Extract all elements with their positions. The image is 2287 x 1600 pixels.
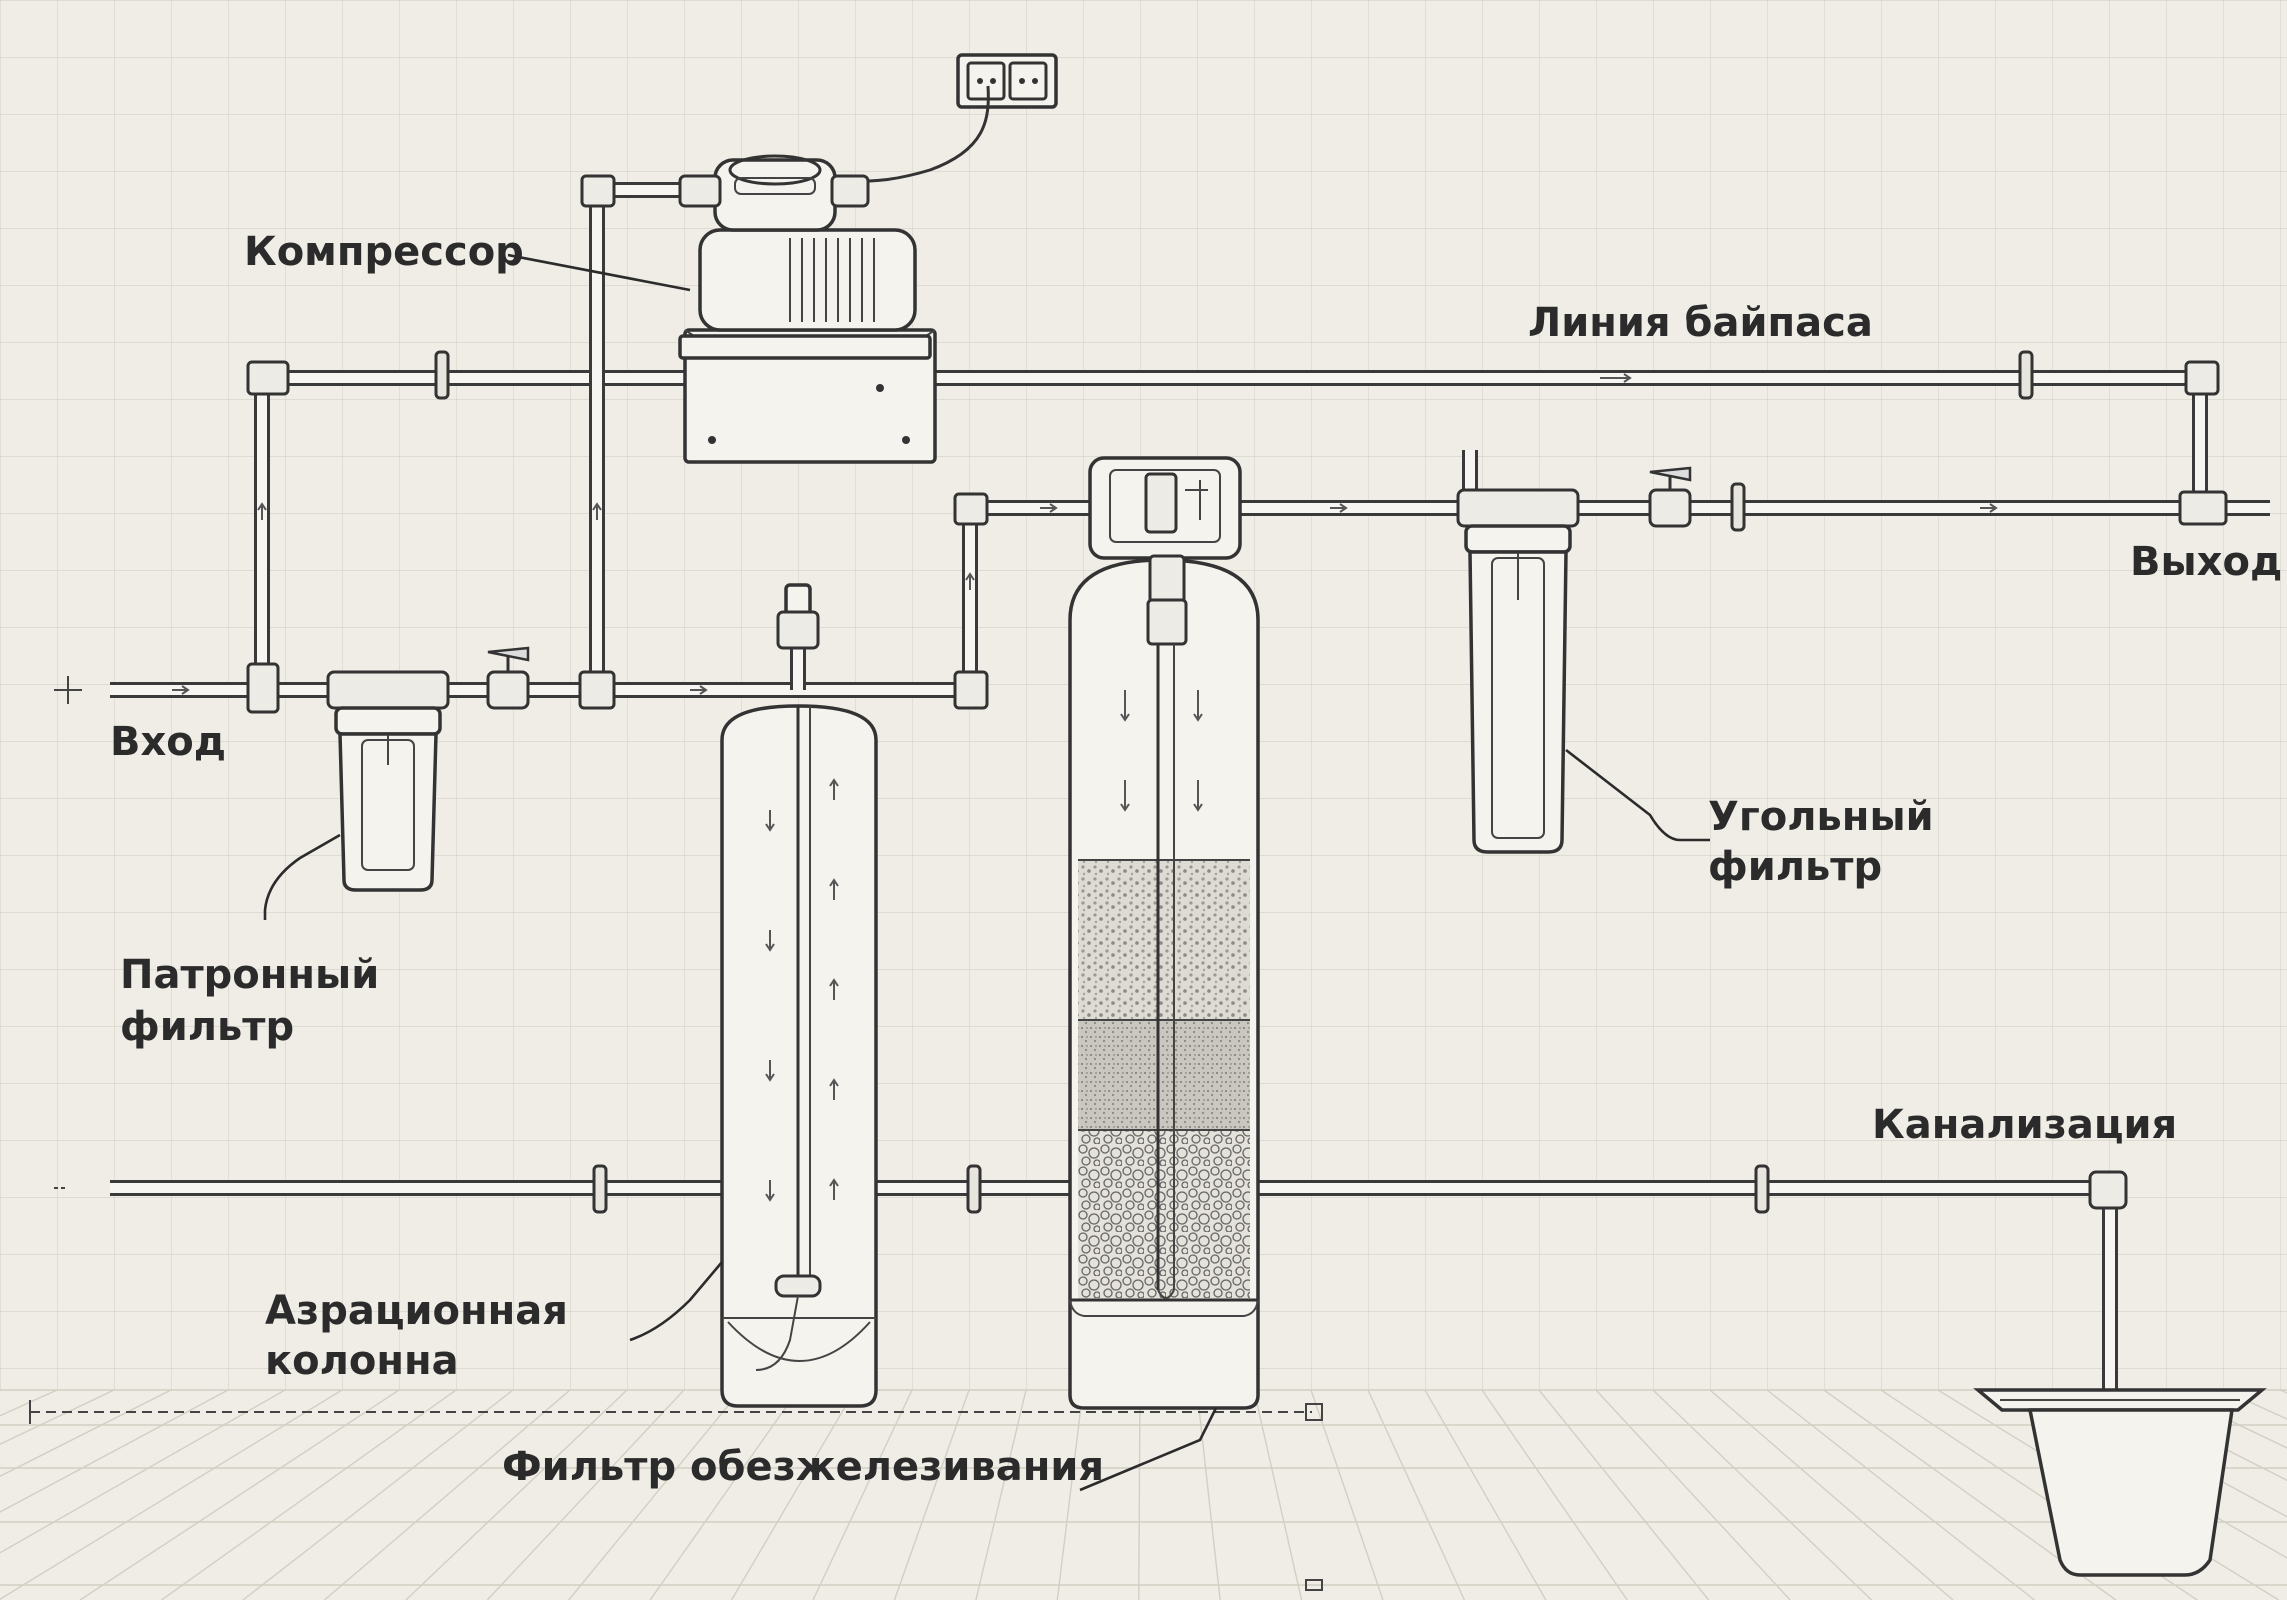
floor-grid-line (486, 1389, 685, 1600)
label-carbon-filter-2: фильтр (1708, 844, 1882, 890)
floor-grid-line (568, 1389, 742, 1600)
floor-grid-line (1709, 1389, 1954, 1600)
floor-grid-line (1310, 1389, 1384, 1600)
floor-grid-line (1253, 1389, 1303, 1600)
label-iron-removal-filter: Фильтр обезжелезивания (502, 1444, 1104, 1490)
flow-arrow-icon (172, 373, 1998, 695)
iron-removal-filter (1068, 456, 1260, 1410)
floor-grid-line (1595, 1389, 1791, 1600)
floor-grid-line (323, 1389, 571, 1600)
floor-grid-line (161, 1389, 457, 1600)
drain-funnel (1973, 1388, 2267, 1577)
floor-grid-line (1538, 1389, 1710, 1600)
floor-grid-line (1766, 1389, 2035, 1600)
floor-grid-line (242, 1389, 514, 1600)
floor-grid-line (79, 1389, 400, 1600)
floor (0, 1389, 2287, 1600)
floor-grid-line (1424, 1389, 1547, 1600)
label-inlet: Вход (110, 719, 226, 765)
label-carbon-filter-1: Угольный (1708, 794, 1934, 840)
pipe-fittings (54, 174, 2228, 1214)
floor-grid-line (1138, 1389, 1141, 1600)
label-leaders (263, 253, 1710, 1492)
compressor-icon (678, 154, 937, 464)
floor-grid-line (1652, 1389, 1873, 1600)
floor-grid-line (1367, 1389, 1466, 1600)
floor-grid-line (405, 1389, 628, 1600)
label-aeration-column-1: Азрационная (265, 1288, 568, 1334)
floor-grid-line (0, 1389, 172, 1477)
floor-grid-line (812, 1389, 913, 1600)
floor-grid-line (0, 1389, 343, 1600)
carbon-filter (1456, 488, 1580, 854)
floor-grid-line (1056, 1389, 1084, 1600)
floor-grid-line (1481, 1389, 1628, 1600)
label-cartridge-filter-1: Патронный (120, 952, 379, 998)
floor-grid-line (649, 1389, 799, 1600)
floor-grid-line (2279, 1389, 2287, 1394)
floor-grid-line (2165, 1389, 2287, 1449)
aeration-column (720, 583, 878, 1408)
floor-grid-line (893, 1389, 970, 1600)
valve-icon (486, 466, 1692, 710)
labels: Компрессор Линия байпаса Вход Выход Патр… (110, 229, 2282, 1490)
label-bypass-line: Линия байпаса (1528, 300, 1873, 346)
label-outlet: Выход (2130, 539, 2282, 585)
cartridge-filter (326, 670, 450, 892)
floor-grid-line (730, 1389, 856, 1600)
label-aeration-column-2: колонна (265, 1338, 459, 1384)
floor-grid-line (975, 1389, 1027, 1600)
floor-grid-line (0, 1389, 229, 1513)
floor-grid-line (0, 1389, 286, 1554)
floor-grid-line (0, 1389, 115, 1446)
label-cartridge-filter-2: фильтр (120, 1004, 294, 1050)
label-sewer: Канализация (1872, 1102, 2177, 1148)
floor-grid-line (1196, 1389, 1221, 1600)
label-compressor: Компрессор (244, 229, 524, 275)
dimension-line (29, 1400, 1323, 1591)
